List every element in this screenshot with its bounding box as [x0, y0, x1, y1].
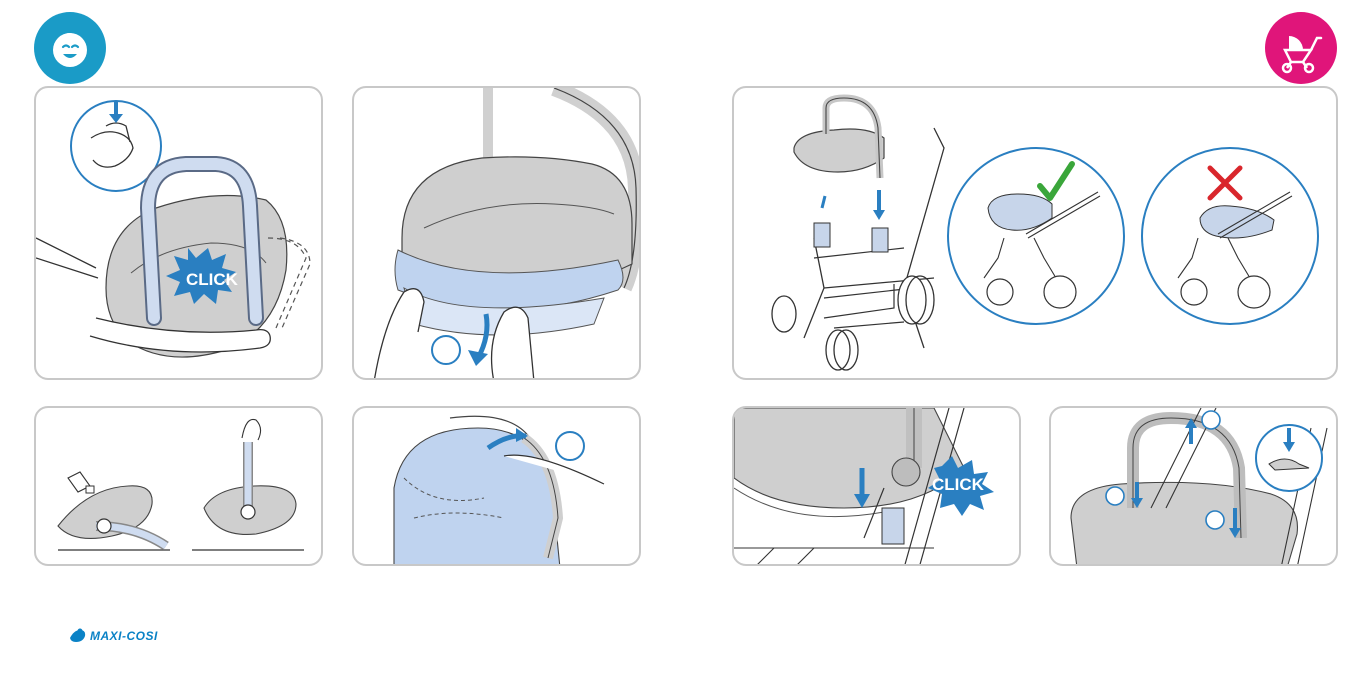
- click-burst-label-2: CLICK: [932, 475, 985, 494]
- baby-face-icon: [34, 12, 106, 84]
- stroller-icon: [1265, 12, 1337, 84]
- maxi-cosi-logo: MAXI-COSI: [68, 628, 158, 644]
- panel-stroller-orientation: [732, 86, 1338, 380]
- logo-wordmark: MAXI-COSI: [90, 629, 158, 643]
- panel-release: [1049, 406, 1338, 566]
- panel-canopy: [352, 406, 641, 566]
- panel-attach-click: CLICK: [732, 406, 1021, 566]
- panel-handle-click: CLICK: [34, 86, 323, 380]
- panel-seat-positions: [34, 406, 323, 566]
- panel-cover-removal: [352, 86, 641, 380]
- brand-mark-icon: [68, 628, 86, 644]
- click-burst-label: CLICK: [186, 270, 239, 289]
